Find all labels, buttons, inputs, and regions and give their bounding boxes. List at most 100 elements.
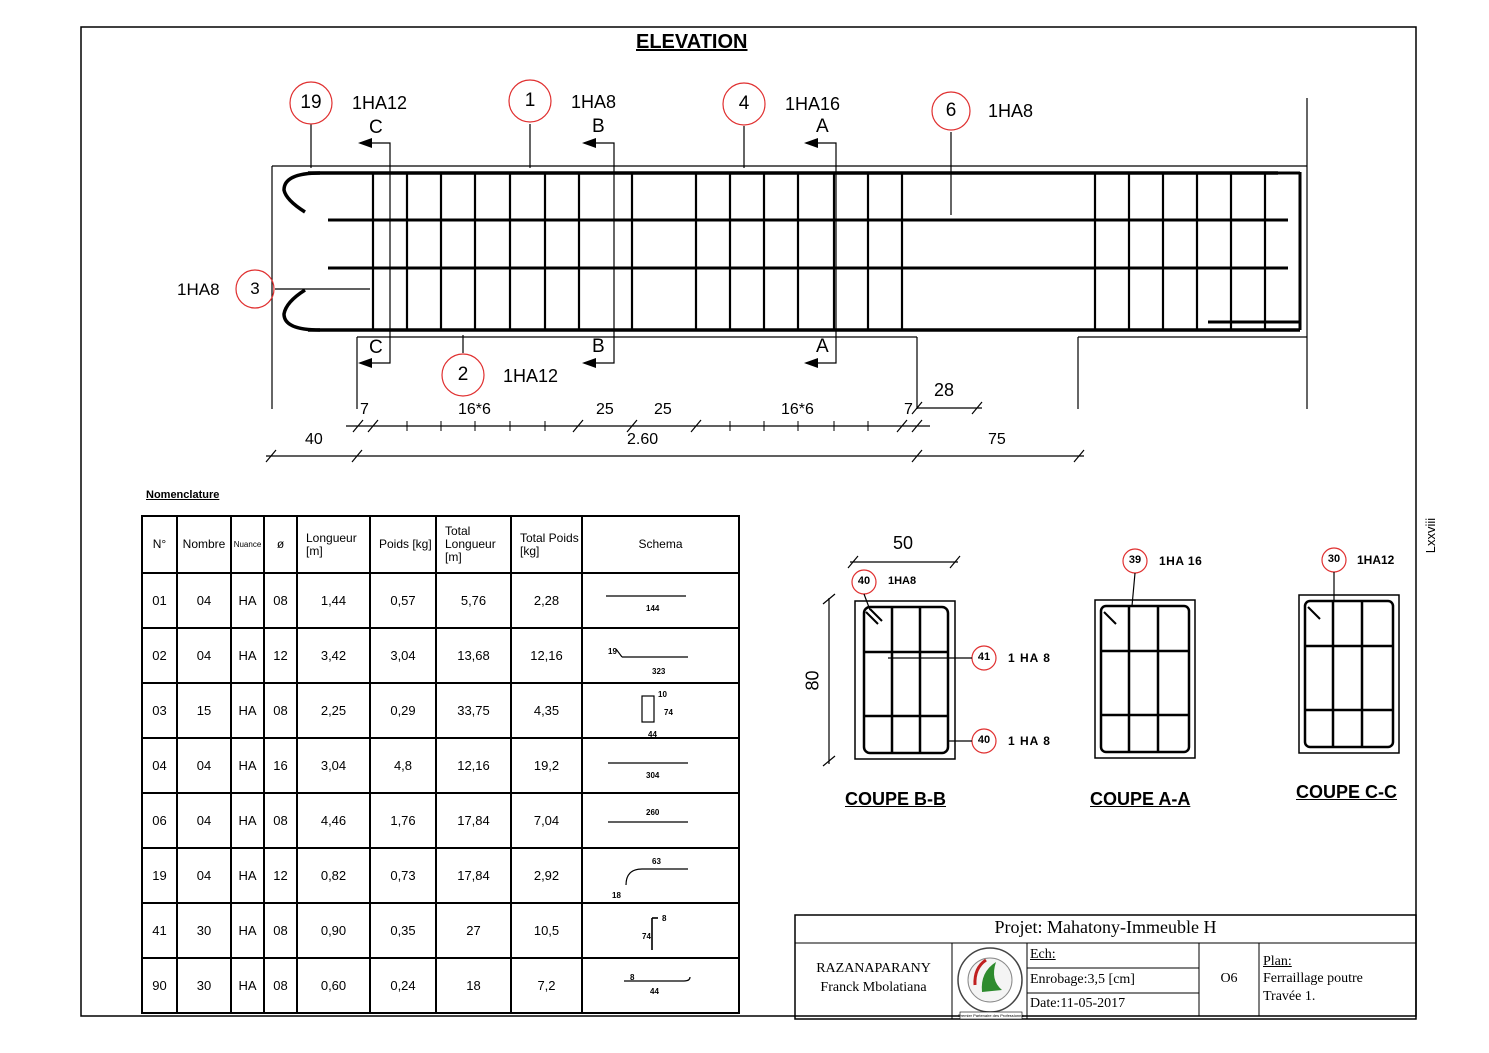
cell-poids: 0,57 bbox=[369, 572, 437, 629]
schema-drawing bbox=[607, 821, 688, 823]
sheet-frame bbox=[80, 26, 1417, 1017]
dim-bottom-75: 75 bbox=[988, 431, 1006, 448]
cell-total-poids: 2,28 bbox=[510, 572, 583, 629]
schema-label: 44 bbox=[648, 730, 657, 739]
cartouche-plan-line2: Travée 1. bbox=[1263, 989, 1316, 1004]
cell-longueur: 0,90 bbox=[296, 902, 371, 959]
cell-n: 03 bbox=[141, 682, 178, 739]
callout-mark-3: 3 bbox=[250, 279, 260, 298]
section-letter-c-bottom: C bbox=[369, 337, 383, 358]
schema-label: 63 bbox=[652, 857, 661, 866]
schema-label: 74 bbox=[642, 932, 651, 941]
cell-total-longueur: 17,84 bbox=[435, 792, 512, 849]
cell-total-longueur: 33,75 bbox=[435, 682, 512, 739]
cell-total-poids: 2,92 bbox=[510, 847, 583, 904]
dim-28: 28 bbox=[934, 380, 955, 400]
bar-label-1: 1HA8 bbox=[571, 92, 617, 112]
cell-nuance: HA bbox=[230, 737, 265, 794]
schema-label: 8 bbox=[662, 914, 667, 923]
coupe-cc-mark: 30 bbox=[1327, 553, 1341, 565]
cell-nombre: 04 bbox=[176, 847, 232, 904]
cell-nuance: HA bbox=[230, 957, 265, 1014]
cell-n: 06 bbox=[141, 792, 178, 849]
section-letter-b-bottom: B bbox=[592, 336, 605, 357]
cell-poids: 4,8 bbox=[369, 737, 437, 794]
dim-bottom-40: 40 bbox=[305, 431, 323, 448]
section-letter-c-top: C bbox=[369, 117, 383, 138]
coupe-bb-height: 80 bbox=[802, 670, 823, 691]
cell-nombre: 30 bbox=[176, 902, 232, 959]
dim-top-25-right: 25 bbox=[654, 401, 672, 418]
cell-total-longueur: 5,76 bbox=[435, 572, 512, 629]
cartouche-author-name: RAZANAPARANY bbox=[816, 961, 931, 976]
bar-label-2: 1HA12 bbox=[503, 366, 559, 386]
schema-drawing bbox=[615, 648, 688, 658]
schema-label: 44 bbox=[650, 987, 659, 996]
cell-poids: 0,73 bbox=[369, 847, 437, 904]
coupe-cc-title: COUPE C-C bbox=[1296, 782, 1398, 802]
cartouche-sheet-number: O6 bbox=[1220, 971, 1238, 986]
cell-poids: 0,29 bbox=[369, 682, 437, 739]
cell-n: 19 bbox=[141, 847, 178, 904]
cell-diametre: 08 bbox=[263, 902, 298, 959]
header-n: N° bbox=[141, 515, 178, 574]
coupe-bb-mark-40-top: 40 bbox=[857, 575, 871, 587]
header-diametre: ø bbox=[263, 515, 298, 574]
schema-drawing bbox=[650, 917, 658, 950]
coupe-aa-drawing bbox=[1094, 572, 1196, 759]
cell-longueur: 0,60 bbox=[296, 957, 371, 1014]
cell-diametre: 08 bbox=[263, 792, 298, 849]
coupe-bb-label-bottom: 1 HA 8 bbox=[1008, 734, 1051, 748]
cell-diametre: 12 bbox=[263, 847, 298, 904]
logo-caption: Premier Partenaire des Professionnels bbox=[958, 1013, 1024, 1018]
coupe-aa-mark: 39 bbox=[1128, 554, 1142, 566]
cell-total-longueur: 17,84 bbox=[435, 847, 512, 904]
cell-total-poids: 4,35 bbox=[510, 682, 583, 739]
coupe-aa-title: COUPE A-A bbox=[1090, 789, 1191, 809]
dim-bottom-2-60: 2.60 bbox=[627, 431, 659, 448]
schema-drawing bbox=[624, 868, 688, 886]
bar-label-6: 1HA8 bbox=[988, 101, 1034, 121]
cell-longueur: 2,25 bbox=[296, 682, 371, 739]
cartouche-ech: Ech: bbox=[1030, 947, 1056, 962]
coupe-bb-label-top: 1HA8 bbox=[888, 575, 917, 587]
elevation-title: ELEVATION bbox=[636, 31, 748, 53]
nomenclature-table: N° Nombre Nuance ø Longueur [m] Poids [k… bbox=[141, 515, 740, 1014]
cell-longueur: 3,04 bbox=[296, 737, 371, 794]
schema-label: 144 bbox=[646, 604, 660, 613]
cell-n: 41 bbox=[141, 902, 178, 959]
bar-label-19: 1HA12 bbox=[352, 93, 408, 113]
cell-schema: 260 bbox=[581, 792, 740, 849]
cell-diametre: 08 bbox=[263, 957, 298, 1014]
cell-poids: 0,35 bbox=[369, 902, 437, 959]
elevation-drawing bbox=[265, 98, 1308, 463]
cell-nuance: HA bbox=[230, 902, 265, 959]
cell-total-longueur: 12,16 bbox=[435, 737, 512, 794]
cell-poids: 1,76 bbox=[369, 792, 437, 849]
schema-drawing bbox=[640, 695, 655, 723]
header-poids: Poids [kg] bbox=[369, 515, 437, 574]
section-letter-a-top: A bbox=[816, 116, 829, 137]
bar-label-4: 1HA16 bbox=[785, 94, 841, 114]
schema-label: 304 bbox=[646, 771, 660, 780]
callout-mark-19: 19 bbox=[300, 92, 322, 113]
coupe-bb-drawing bbox=[822, 555, 972, 767]
cell-longueur: 1,44 bbox=[296, 572, 371, 629]
cell-schema: 74 8 bbox=[581, 902, 740, 959]
schema-drawing bbox=[623, 976, 691, 982]
cell-nombre: 30 bbox=[176, 957, 232, 1014]
cell-longueur: 4,46 bbox=[296, 792, 371, 849]
schema-label: 323 bbox=[652, 667, 666, 676]
callout-mark-4: 4 bbox=[738, 93, 750, 114]
schema-label: 74 bbox=[664, 708, 673, 717]
cell-total-longueur: 27 bbox=[435, 902, 512, 959]
title-block-frame bbox=[794, 914, 1417, 1020]
cell-total-poids: 7,04 bbox=[510, 792, 583, 849]
